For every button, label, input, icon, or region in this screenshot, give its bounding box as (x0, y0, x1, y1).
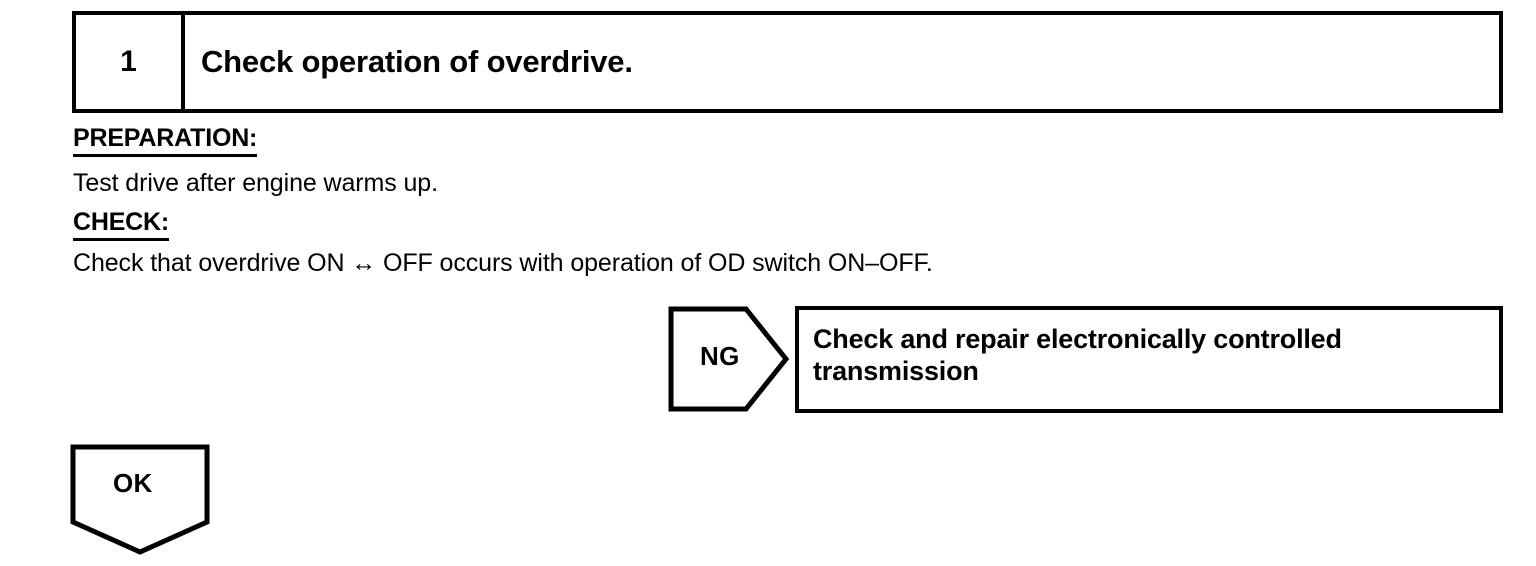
preparation-heading-row: PREPARATION: (73, 126, 257, 160)
step-title-cell: Check operation of overdrive. (185, 15, 1499, 109)
check-heading: CHECK: (73, 210, 169, 241)
ok-arrow-shape (70, 444, 210, 555)
ng-arrow-shape (668, 306, 789, 412)
ng-label: NG (700, 341, 740, 371)
ng-result-line-2: transmission (813, 355, 979, 386)
check-heading-row: CHECK: (73, 210, 169, 244)
step-number-cell: 1 (76, 15, 185, 109)
preparation-heading: PREPARATION: (73, 126, 257, 157)
step-title: Check operation of overdrive. (201, 43, 633, 79)
ok-label: OK (113, 468, 153, 498)
ng-result-line-1: Check and repair electronically controll… (813, 324, 1342, 354)
ng-result-box: Check and repair electronically controll… (795, 306, 1503, 413)
step-header-box: 1 Check operation of overdrive. (72, 11, 1503, 113)
check-text: Check that overdrive ON ↔ OFF occurs wit… (73, 249, 933, 277)
preparation-text: Test drive after engine warms up. (73, 169, 438, 197)
step-number: 1 (120, 45, 137, 78)
